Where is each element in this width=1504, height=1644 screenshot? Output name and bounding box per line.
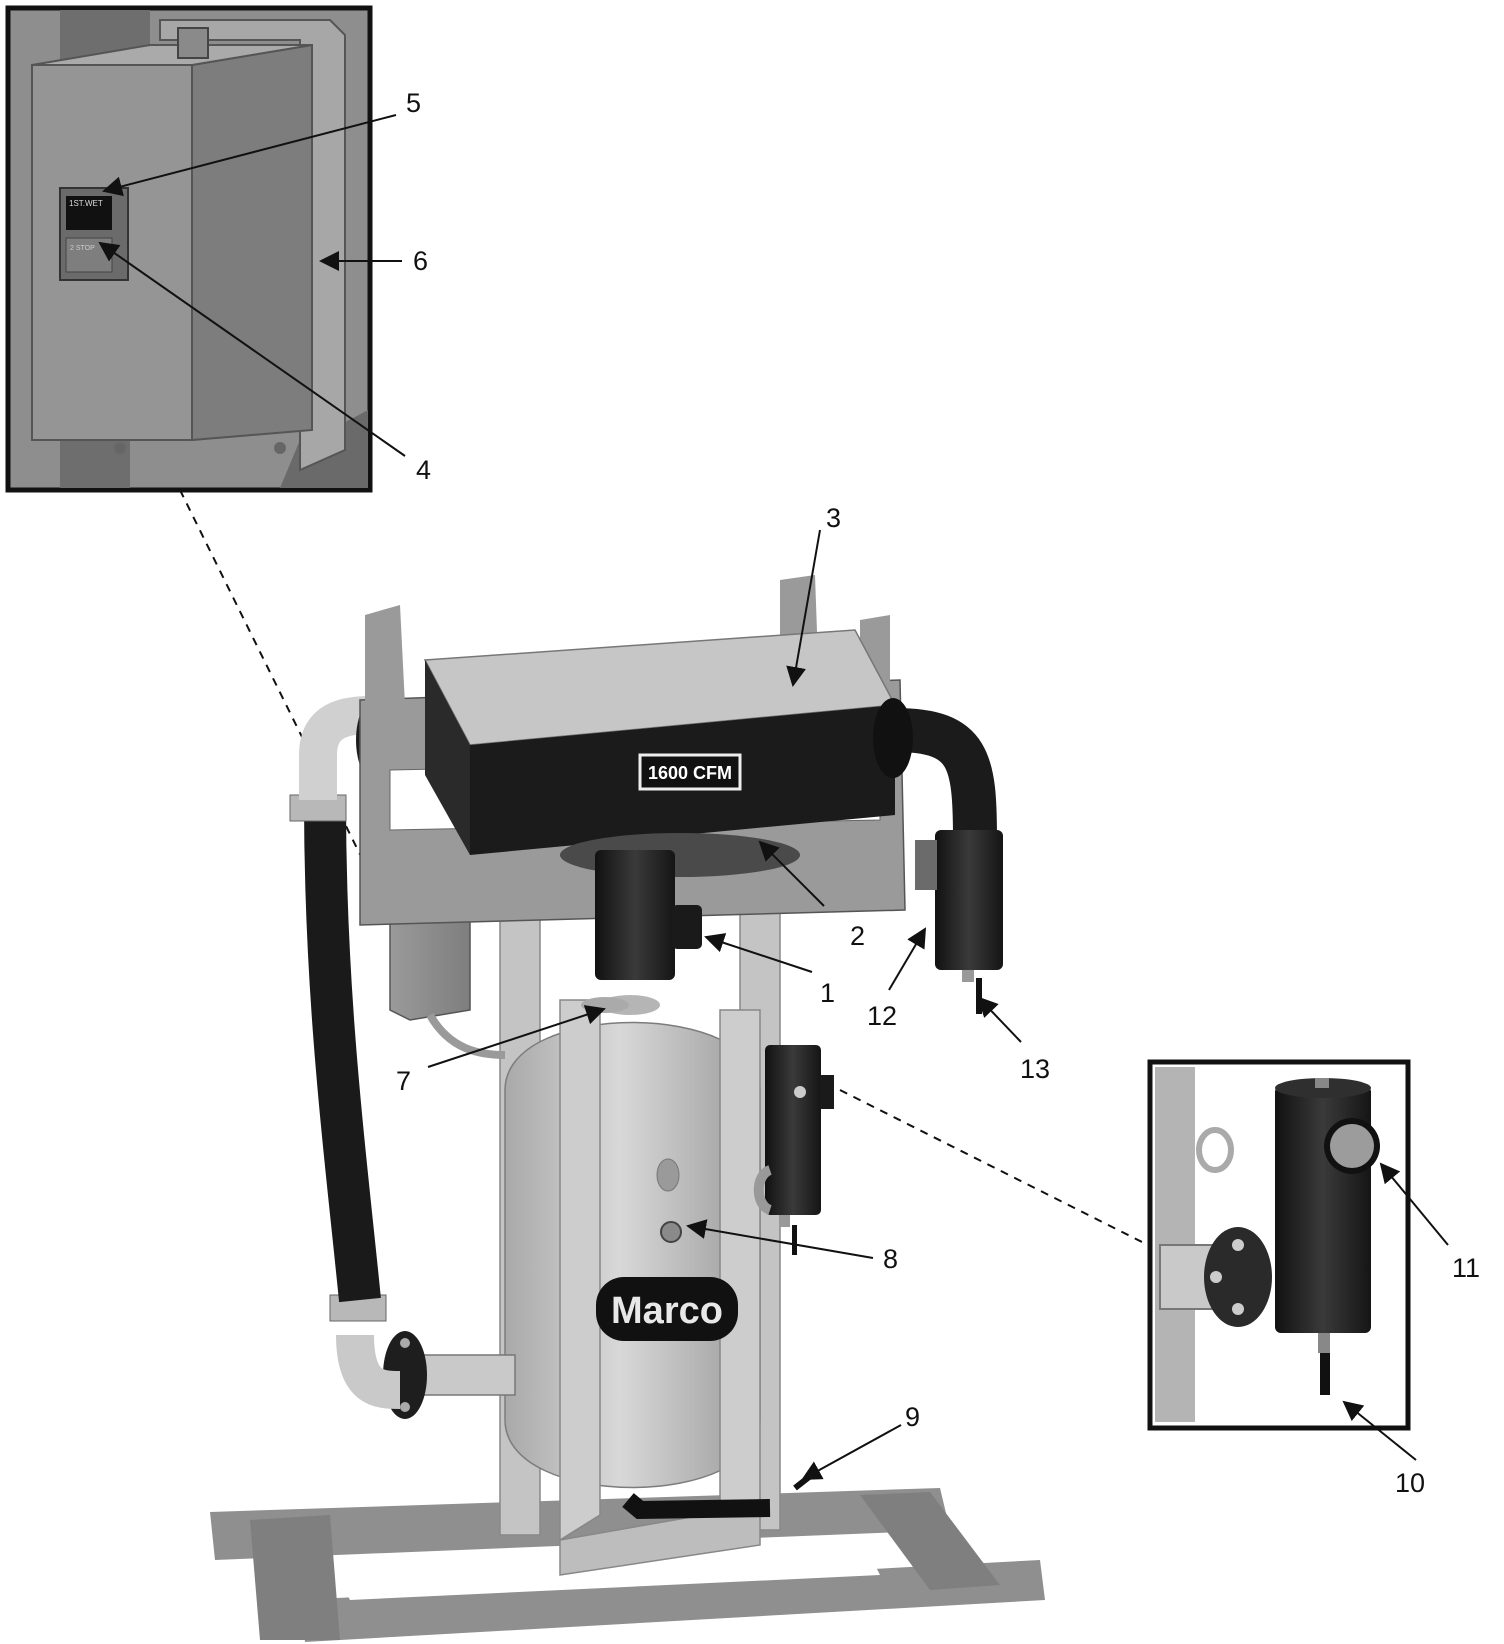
switch-label-bottom: 2 STOP (70, 245, 95, 252)
callout-11: 11 (1452, 1253, 1480, 1283)
control-box-inset: 1ST.WET 2 STOP (5, 5, 373, 493)
callout-9: 9 (905, 1402, 920, 1432)
callout-12: 12 (867, 1001, 897, 1031)
refrigerated-dryer: 1600 CFM (423, 629, 897, 855)
callout-labels: 1 2 3 4 5 6 7 8 9 10 11 12 13 (396, 88, 1480, 1498)
callout-1: 1 (820, 978, 835, 1008)
callout-2: 2 (850, 921, 865, 951)
callout-6: 6 (413, 246, 428, 276)
callout-4: 4 (416, 455, 431, 485)
main-assembly: Marco (210, 575, 1045, 1642)
switch-label-top: 1ST.WET (69, 199, 103, 208)
brand-logo-text: Marco (611, 1290, 723, 1332)
callout-3: 3 (826, 503, 841, 533)
callout-5: 5 (406, 88, 421, 118)
callout-7: 7 (396, 1066, 411, 1096)
timer-switch: 1ST.WET 2 STOP (59, 187, 129, 281)
unit-capacity-label: 1600 CFM (648, 763, 732, 783)
callout-arrows (98, 114, 1449, 1480)
callout-13: 13 (1020, 1054, 1050, 1084)
brand-logo: Marco (596, 1277, 738, 1341)
callout-10: 10 (1395, 1468, 1425, 1498)
callout-8: 8 (883, 1244, 898, 1274)
separator-inset (1147, 1059, 1411, 1431)
